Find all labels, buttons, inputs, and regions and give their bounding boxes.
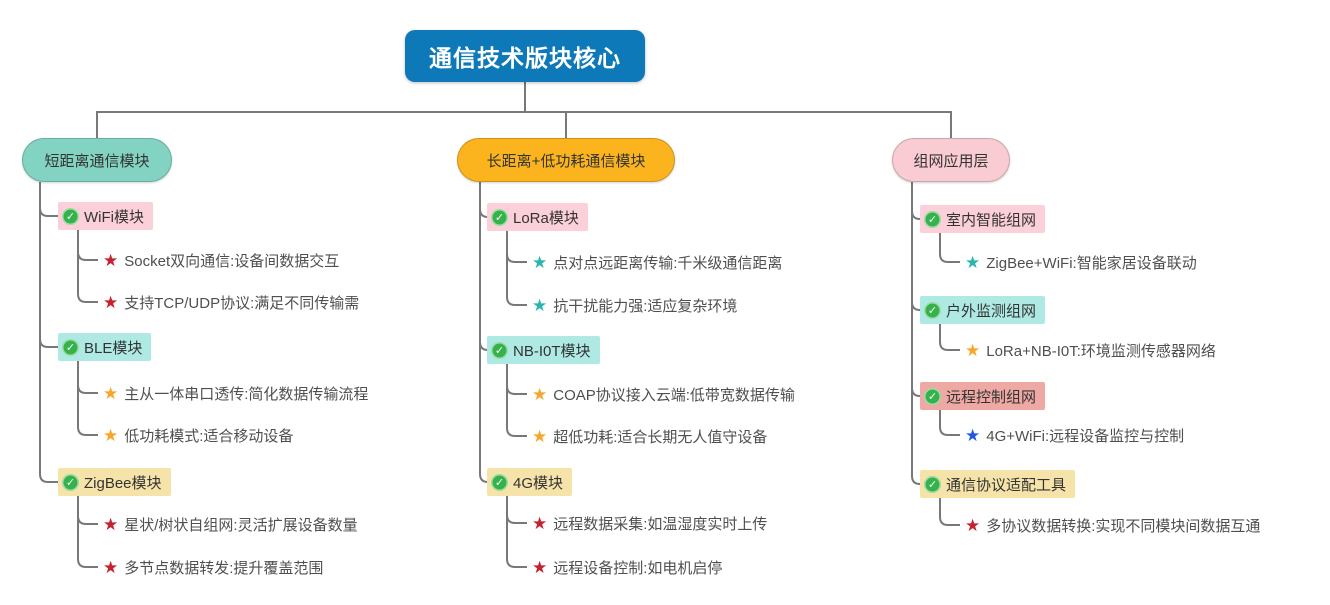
topic-label: 室内智能组网 (946, 211, 1037, 229)
check-icon: ✓ (924, 475, 941, 493)
topic-label: 户外监测组网 (946, 302, 1037, 320)
check-icon: ✓ (62, 473, 79, 491)
leaf-item[interactable]: ★ 支持TCP/UDP协议:满足不同传输需 (103, 291, 359, 313)
leaf-text: 抗干扰能力强:适应复杂环境 (553, 297, 738, 315)
check-icon: ✓ (62, 207, 79, 225)
check-icon: ✓ (924, 210, 941, 228)
branch-label: 短距离通信模块 (44, 152, 150, 170)
star-icon: ★ (532, 252, 548, 272)
topic-node[interactable]: ✓ 室内智能组网 (920, 205, 1046, 233)
leaf-text: 远程数据采集:如温湿度实时上传 (553, 515, 768, 533)
check-icon: ✓ (491, 208, 508, 226)
topic-node[interactable]: ✓ BLE模块 (58, 333, 152, 361)
leaf-item[interactable]: ★ 星状/树状自组网:灵活扩展设备数量 (103, 513, 358, 535)
leaf-item[interactable]: ★ 低功耗模式:适合移动设备 (103, 424, 293, 446)
star-icon: ★ (103, 557, 119, 577)
star-icon: ★ (532, 557, 548, 577)
check-icon: ✓ (924, 387, 941, 405)
leaf-text: 支持TCP/UDP协议:满足不同传输需 (124, 294, 360, 312)
topic-label: WiFi模块 (84, 208, 144, 226)
leaf-text: 远程设备控制:如电机启停 (553, 559, 723, 577)
leaf-text: 低功耗模式:适合移动设备 (124, 427, 294, 445)
leaf-text: COAP协议接入云端:低带宽数据传输 (553, 386, 795, 404)
star-icon: ★ (532, 295, 548, 315)
topic-node[interactable]: ✓ 通信协议适配工具 (920, 470, 1076, 498)
check-icon: ✓ (491, 473, 508, 491)
star-icon: ★ (965, 340, 981, 360)
root-label: 通信技术版块核心 (429, 45, 621, 71)
topic-node[interactable]: ✓ 4G模块 (487, 468, 573, 496)
check-icon: ✓ (491, 341, 508, 359)
leaf-item[interactable]: ★ 远程数据采集:如温湿度实时上传 (532, 512, 767, 534)
leaf-item[interactable]: ★ Socket双向通信:设备间数据交互 (103, 249, 339, 271)
leaf-text: Socket双向通信:设备间数据交互 (124, 252, 340, 270)
topic-node[interactable]: ✓ NB-I0T模块 (487, 336, 600, 364)
leaf-text: ZigBee+WiFi:智能家居设备联动 (986, 254, 1197, 272)
leaf-text: 多节点数据转发:提升覆盖范围 (124, 559, 324, 577)
star-icon: ★ (532, 426, 548, 446)
leaf-item[interactable]: ★ 点对点远距离传输:千米级通信距离 (532, 251, 782, 273)
leaf-item[interactable]: ★ 多节点数据转发:提升覆盖范围 (103, 556, 323, 578)
star-icon: ★ (103, 383, 119, 403)
branch-label: 组网应用层 (913, 152, 989, 170)
star-icon: ★ (103, 250, 119, 270)
star-icon: ★ (103, 425, 119, 445)
leaf-item[interactable]: ★ ZigBee+WiFi:智能家居设备联动 (965, 251, 1197, 273)
leaf-item[interactable]: ★ 4G+WiFi:远程设备监控与控制 (965, 424, 1184, 446)
check-icon: ✓ (924, 301, 941, 319)
topic-label: LoRa模块 (513, 209, 579, 227)
topic-label: BLE模块 (84, 339, 143, 357)
leaf-text: LoRa+NB-I0T:环境监测传感器网络 (986, 342, 1216, 360)
leaf-text: 多协议数据转换:实现不同模块间数据互通 (986, 517, 1261, 535)
check-icon: ✓ (62, 338, 79, 356)
leaf-item[interactable]: ★ 抗干扰能力强:适应复杂环境 (532, 294, 737, 316)
topic-label: 4G模块 (513, 474, 564, 492)
leaf-text: 点对点远距离传输:千米级通信距离 (553, 254, 783, 272)
leaf-text: 主从一体串口透传:简化数据传输流程 (124, 385, 369, 403)
leaf-item[interactable]: ★ 超低功耗:适合长期无人值守设备 (532, 425, 767, 447)
star-icon: ★ (532, 513, 548, 533)
star-icon: ★ (532, 384, 548, 404)
topic-label: 远程控制组网 (946, 388, 1037, 406)
star-icon: ★ (965, 252, 981, 272)
topic-node[interactable]: ✓ 户外监测组网 (920, 296, 1046, 324)
branch-node[interactable]: 组网应用层 (892, 138, 1010, 182)
leaf-text: 超低功耗:适合长期无人值守设备 (553, 428, 768, 446)
star-icon: ★ (103, 292, 119, 312)
branch-node[interactable]: 短距离通信模块 (22, 138, 172, 182)
topic-node[interactable]: ✓ 远程控制组网 (920, 382, 1046, 410)
star-icon: ★ (965, 425, 981, 445)
leaf-text: 4G+WiFi:远程设备监控与控制 (986, 427, 1185, 445)
leaf-text: 星状/树状自组网:灵活扩展设备数量 (124, 516, 358, 534)
leaf-item[interactable]: ★ COAP协议接入云端:低带宽数据传输 (532, 383, 795, 405)
topic-node[interactable]: ✓ ZigBee模块 (58, 468, 171, 496)
topic-label: 通信协议适配工具 (946, 476, 1067, 494)
topic-label: ZigBee模块 (84, 474, 162, 492)
leaf-item[interactable]: ★ 远程设备控制:如电机启停 (532, 556, 722, 578)
branch-label: 长距离+低功耗通信模块 (486, 152, 646, 170)
topic-node[interactable]: ✓ LoRa模块 (487, 203, 588, 231)
star-icon: ★ (103, 514, 119, 534)
topic-label: NB-I0T模块 (513, 342, 591, 360)
star-icon: ★ (965, 515, 981, 535)
branch-node[interactable]: 长距离+低功耗通信模块 (457, 138, 675, 182)
topic-node[interactable]: ✓ WiFi模块 (58, 202, 153, 230)
leaf-item[interactable]: ★ LoRa+NB-I0T:环境监测传感器网络 (965, 339, 1216, 361)
root-node[interactable]: 通信技术版块核心 (405, 30, 645, 82)
leaf-item[interactable]: ★ 多协议数据转换:实现不同模块间数据互通 (965, 514, 1260, 536)
leaf-item[interactable]: ★ 主从一体串口透传:简化数据传输流程 (103, 382, 368, 404)
